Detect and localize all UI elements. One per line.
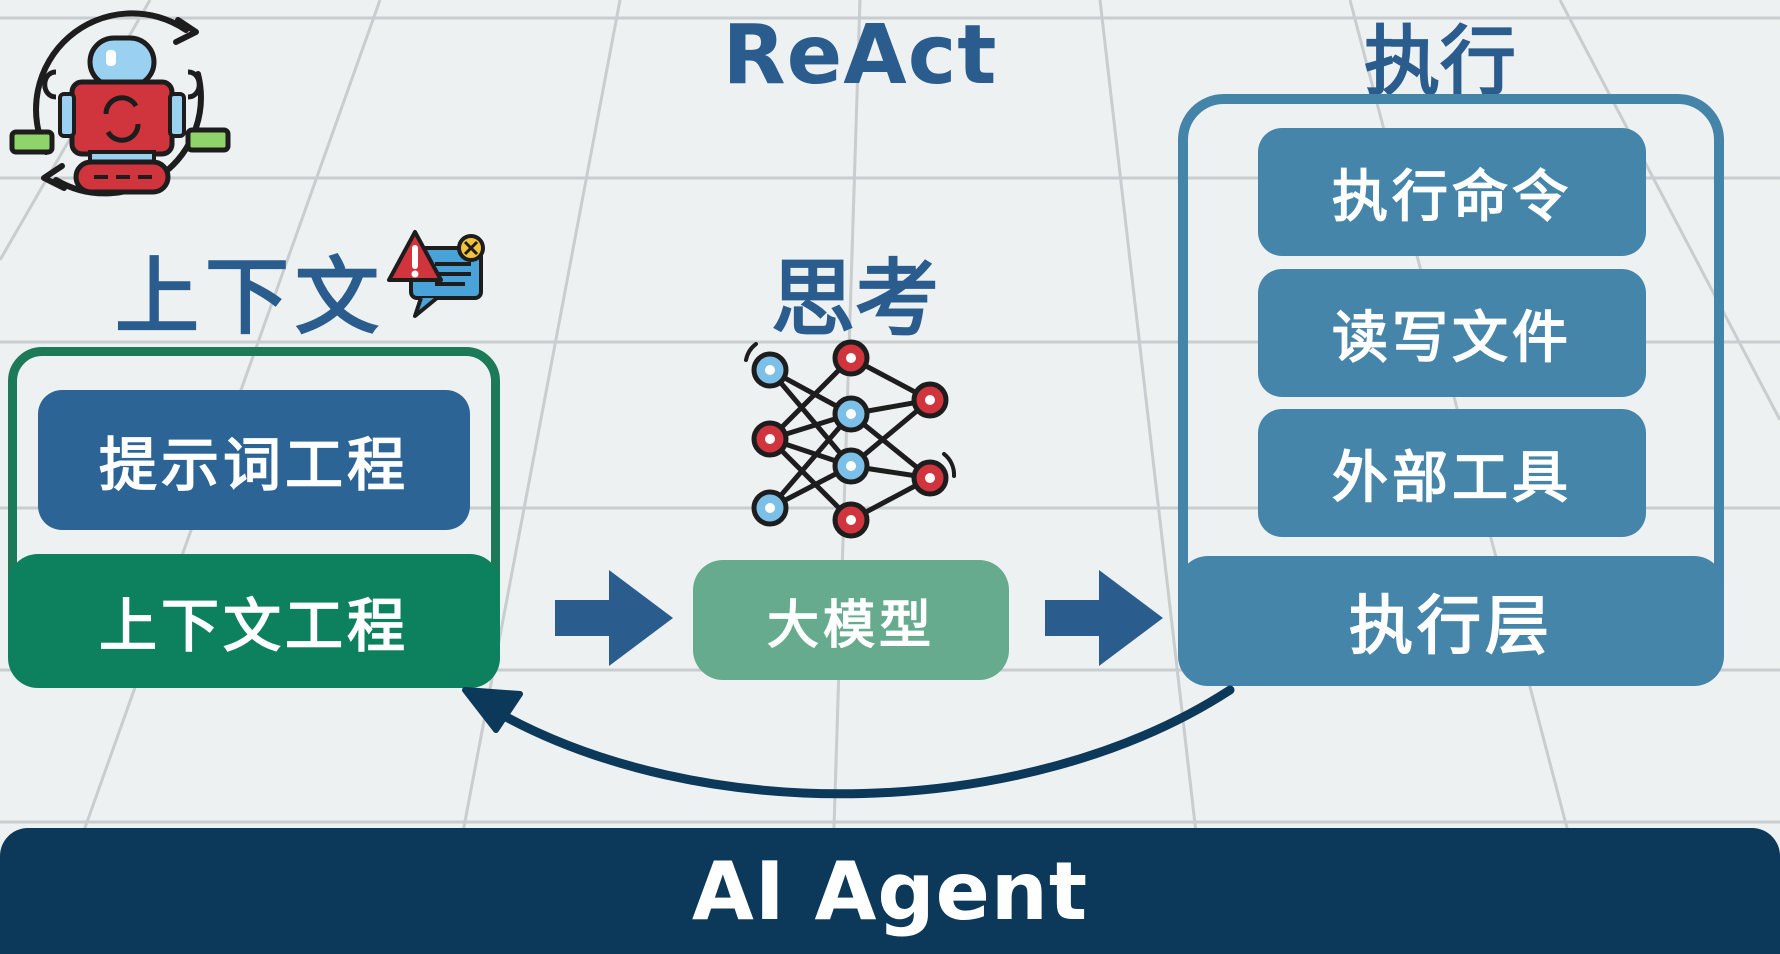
react-title: ReAct bbox=[722, 8, 998, 103]
neural-network-icon bbox=[744, 339, 957, 539]
exec-item-external-tools: 外部工具 bbox=[1258, 409, 1646, 537]
llm-box: 大模型 bbox=[693, 560, 1009, 680]
execute-title: 执行 bbox=[1364, 17, 1516, 106]
prompt-engineering-box: 提示词工程 bbox=[38, 390, 470, 530]
context-engineering-box: 上下文工程 bbox=[8, 554, 500, 688]
think-title: 思考 bbox=[770, 250, 939, 348]
robot-cycle-icon bbox=[9, 10, 231, 197]
context-title: 上下文 bbox=[115, 248, 386, 346]
exec-item-run-command: 执行命令 bbox=[1258, 128, 1646, 256]
execution-layer-box: 执行层 bbox=[1178, 556, 1724, 686]
ai-agent-footer: AI Agent bbox=[0, 828, 1780, 954]
exec-item-read-write-files: 读写文件 bbox=[1258, 269, 1646, 397]
arrow-right-icon bbox=[555, 570, 673, 666]
warning-message-icon bbox=[387, 230, 485, 318]
arrow-right-icon bbox=[1045, 570, 1163, 666]
